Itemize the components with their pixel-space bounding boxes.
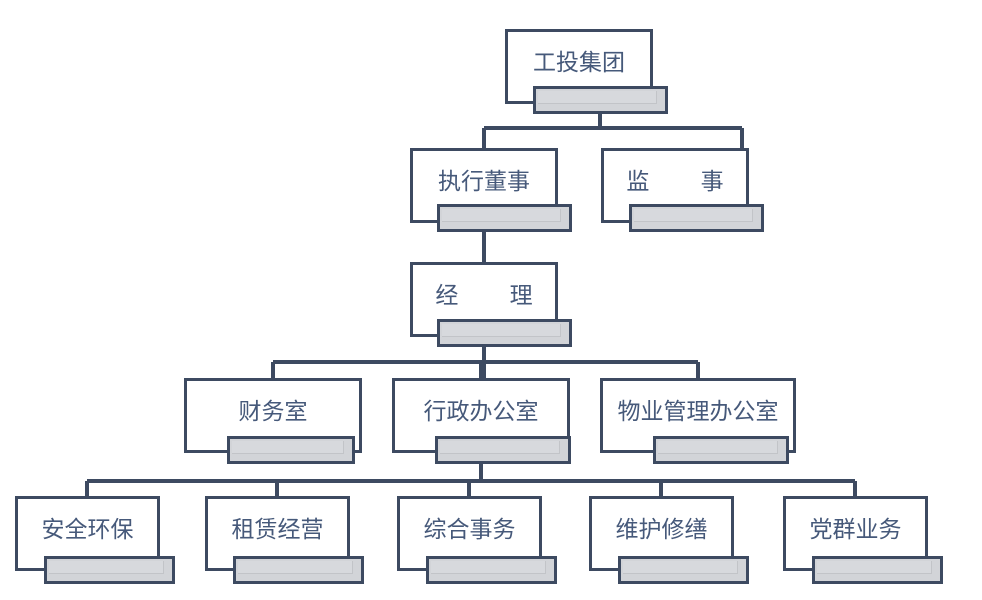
node-shelf-safety-environment — [44, 556, 175, 584]
node-label-property-management-office: 物业管理办公室 — [617, 399, 779, 425]
node-label-group: 工投集团 — [533, 50, 625, 76]
node-label-manager: 经 理 — [435, 283, 555, 309]
node-label-supervisor: 监 事 — [626, 169, 746, 195]
node-shelf-highlight-leasing-operations — [238, 561, 353, 574]
node-label-administrative-office: 行政办公室 — [423, 399, 539, 425]
node-shelf-highlight-executive-director — [442, 209, 561, 222]
node-label-general-affairs: 综合事务 — [423, 517, 516, 543]
node-shelf-highlight-party-mass-affairs — [817, 561, 932, 574]
node-shelf-manager — [437, 319, 572, 347]
node-shelf-highlight-finance-office — [232, 441, 344, 454]
node-shelf-administrative-office — [435, 436, 571, 464]
node-label-leasing-operations: 租赁经营 — [231, 517, 324, 543]
node-label-party-mass-affairs: 党群业务 — [809, 517, 902, 543]
node-shelf-highlight-safety-environment — [49, 561, 164, 574]
node-label-finance-office: 财务室 — [238, 399, 308, 425]
node-shelf-highlight-group — [538, 91, 657, 104]
node-label-safety-environment: 安全环保 — [41, 517, 134, 543]
node-shelf-maintenance-repair — [618, 556, 749, 584]
node-shelf-supervisor — [629, 204, 764, 232]
node-shelf-group — [533, 86, 668, 114]
node-shelf-executive-director — [437, 204, 572, 232]
node-label-maintenance-repair: 维护修缮 — [615, 517, 708, 543]
node-shelf-highlight-supervisor — [634, 209, 753, 222]
node-shelf-party-mass-affairs — [812, 556, 943, 584]
node-shelf-highlight-maintenance-repair — [623, 561, 738, 574]
node-shelf-highlight-property-management-office — [658, 441, 778, 454]
connector-group-to-row2 — [482, 114, 744, 148]
node-shelf-highlight-administrative-office — [440, 441, 560, 454]
node-shelf-general-affairs — [426, 556, 557, 584]
node-label-executive-director: 执行董事 — [438, 169, 530, 195]
node-shelf-highlight-general-affairs — [431, 561, 546, 574]
node-shelf-property-management-office — [653, 436, 789, 464]
node-shelf-finance-office — [227, 436, 355, 464]
connector-admin-to-row5 — [85, 464, 857, 496]
node-shelf-highlight-manager — [442, 324, 561, 337]
node-shelf-leasing-operations — [233, 556, 364, 584]
